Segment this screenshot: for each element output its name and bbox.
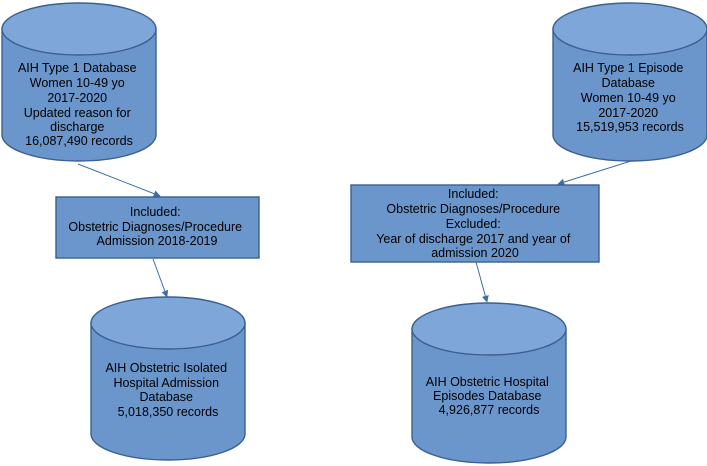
source-db-1-line: 2017-2020 xyxy=(47,91,107,105)
result-db-2-line: 4,926,877 records xyxy=(439,403,540,417)
result-db-1-line: Database xyxy=(140,390,194,404)
filter-1-line: Included: xyxy=(130,205,181,219)
source-db-2-line: 15,519,953 records xyxy=(576,120,684,134)
svg-text:AIH Type 1 Database Wome: AIH Type 1 Database Women 10-49 yo 2017-… xyxy=(18,61,140,148)
result-db-1-line: 5,018,350 records xyxy=(118,405,219,419)
source-database-2: AIH Type 1 Episode Database Women 10-49 … xyxy=(552,2,707,162)
svg-text:AIH Obstetric Hospital E: AIH Obstetric Hospital Episodes Database… xyxy=(426,375,552,417)
filter-2-line: Obstetric Diagnoses/Procedure xyxy=(386,202,560,216)
svg-text:AIH Type 1 Episode Datab: AIH Type 1 Episode Database Women 10-49 … xyxy=(573,61,687,134)
filter-box-1: Included: Obstetric Diagnoses/Procedure … xyxy=(55,196,260,259)
filter-2-line: Included: xyxy=(448,187,499,201)
result-database-2: AIH Obstetric Hospital Episodes Database… xyxy=(411,302,567,464)
filter-1-line: Admission 2018-2019 xyxy=(97,234,218,248)
result-db-2-line: Episodes Database xyxy=(433,389,541,403)
source-db-1-line: Updated reason for xyxy=(24,106,131,120)
result-db-1-line: Hospital Admission xyxy=(113,376,219,390)
source-db-1-line: AIH Type 1 Database xyxy=(18,61,137,75)
filter-box-2: Included: Obstetric Diagnoses/Procedure … xyxy=(350,184,600,263)
result-db-1-line: AIH Obstetric Isolated xyxy=(105,361,227,375)
svg-text:Included: Obstetric Diag: Included: Obstetric Diagnoses/Procedure … xyxy=(68,205,245,248)
source-db-1-line: 16,087,490 records xyxy=(25,134,133,148)
source-db-2-line: 2017-2020 xyxy=(598,106,658,120)
result-db-2-line: AIH Obstetric Hospital xyxy=(426,375,549,389)
source-db-2-line: AIH Type 1 Episode xyxy=(573,61,683,75)
arrow-filter2-to-result2 xyxy=(475,261,489,303)
source-db-2-line: Women 10-49 yo xyxy=(581,91,676,105)
source-database-1: AIH Type 1 Database Women 10-49 yo 2017-… xyxy=(1,2,157,162)
filter-2-line: admission 2020 xyxy=(431,246,519,260)
filter-1-line: Obstetric Diagnoses/Procedure xyxy=(68,220,242,234)
arrow-db2-to-filter2 xyxy=(557,160,632,186)
arrow-db1-to-filter1 xyxy=(77,163,161,197)
svg-text:AIH Obstetric Isolated H: AIH Obstetric Isolated Hospital Admissio… xyxy=(105,361,230,419)
result-database-1: AIH Obstetric Isolated Hospital Admissio… xyxy=(90,296,246,461)
source-db-1-line: discharge xyxy=(50,120,104,134)
svg-text:Included: Obstetric Diag: Included: Obstetric Diagnoses/Procedure … xyxy=(376,187,574,260)
filter-2-line: Year of discharge 2017 and year of xyxy=(376,232,571,246)
arrow-filter1-to-result1 xyxy=(152,258,169,298)
source-db-2-line: Database xyxy=(602,76,656,90)
source-db-1-line: Women 10-49 yo xyxy=(30,76,125,90)
filter-2-line: Excluded: xyxy=(446,217,501,231)
